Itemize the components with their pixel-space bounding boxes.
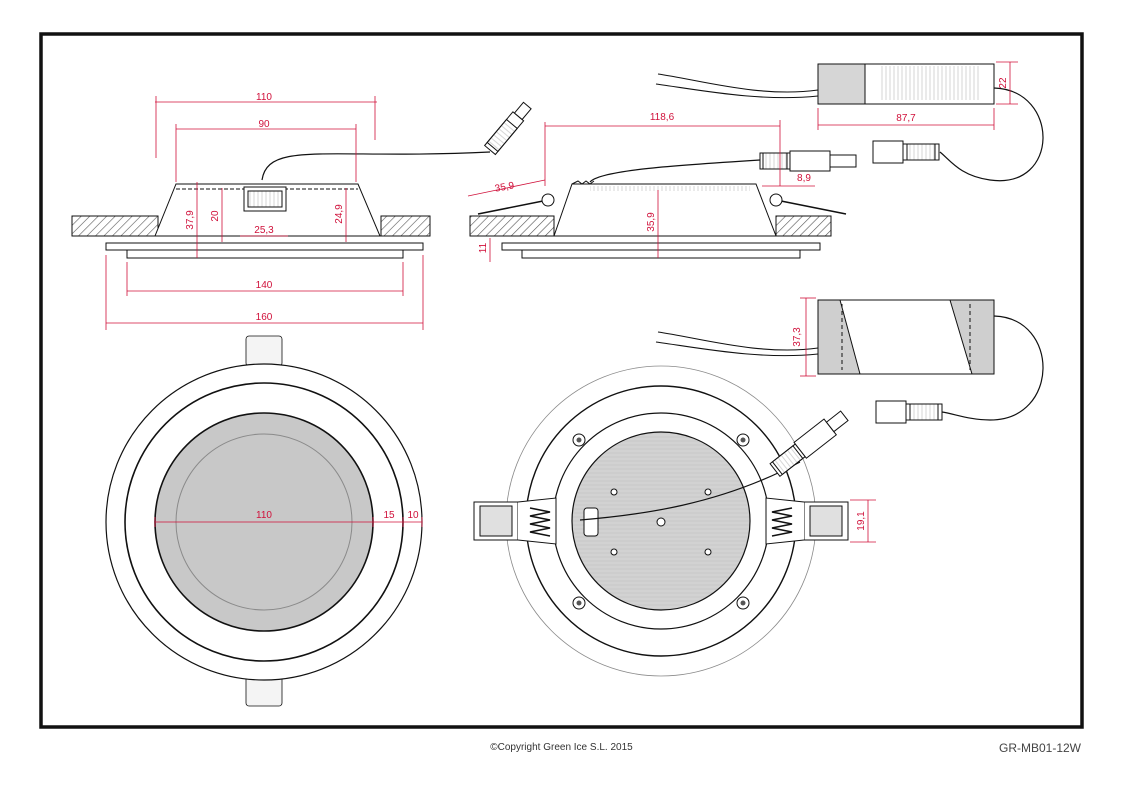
driver-output-cable: [939, 87, 1044, 182]
dim-37-3: 37,3: [792, 327, 803, 347]
dim-15: 15: [383, 510, 395, 521]
dim-110-top: 110: [256, 92, 272, 103]
dim-19-1: 19,1: [856, 511, 867, 531]
driver-input-wires-2: [655, 331, 819, 357]
driver-output-cable-2: [941, 315, 1044, 421]
plug-connector-2: [759, 150, 857, 172]
dim-118-6: 118,6: [650, 112, 675, 123]
dim-24-9: 24,9: [334, 204, 345, 224]
side-view-clips: [469, 150, 857, 259]
dim-90: 90: [258, 119, 270, 130]
driver-bottom: [655, 299, 1044, 424]
sheet-border: [39, 32, 1084, 729]
socket-connector: [872, 140, 940, 164]
housing-profile: [553, 183, 777, 237]
top-clip-tab: [245, 335, 283, 367]
side-view-dims: [105, 96, 424, 330]
dim-11: 11: [478, 242, 489, 253]
front-view-dims: [154, 517, 423, 527]
driver-bottom-dims: [800, 297, 816, 377]
socket-connector-2: [875, 400, 943, 424]
dim-22: 22: [998, 77, 1009, 89]
rear-view: [473, 365, 849, 677]
rear-view-dims: [850, 499, 876, 543]
side-view-clips-dims: [467, 120, 815, 262]
cable-clamp: [583, 507, 599, 537]
lens: [126, 249, 404, 259]
spring-clip-right: [775, 199, 847, 215]
plug-connector: [483, 101, 532, 156]
ceiling-left-2: [469, 215, 555, 237]
model-number: GR-MB01-12W: [998, 741, 1081, 755]
spring-clip-left-rear: [473, 497, 557, 545]
spring-clip-left: [477, 199, 549, 215]
dim-87-7: 87,7: [896, 113, 916, 124]
rear-plug: [769, 410, 849, 478]
ceiling-left: [71, 215, 159, 237]
cable-2: [589, 159, 761, 183]
ceiling-right: [380, 215, 431, 237]
front-view: [105, 335, 423, 707]
dim-37-9: 37,9: [185, 210, 196, 230]
driver-input-wires: [655, 73, 819, 99]
spring-clip-right-rear: [765, 497, 849, 545]
side-view: [71, 101, 532, 259]
rear-cable: [579, 461, 801, 521]
copyright-notice: ©Copyright Green Ice S.L. 2015: [490, 742, 633, 753]
dim-35-9-depth: 35,9: [646, 212, 657, 232]
dim-20: 20: [210, 210, 221, 222]
cable: [261, 151, 491, 181]
dim-140: 140: [256, 280, 273, 291]
driver-top: [655, 63, 1044, 182]
dim-10: 10: [407, 510, 419, 521]
dim-110-front: 110: [256, 510, 272, 521]
bezel-2: [501, 242, 821, 251]
dim-8-9: 8,9: [797, 173, 811, 184]
dim-35-9-clip: 35,9: [494, 180, 516, 194]
dim-160: 160: [256, 312, 273, 323]
ceiling-right-2: [775, 215, 832, 237]
bezel: [105, 242, 424, 251]
lens-2: [521, 249, 801, 259]
driver-top-dims: [817, 61, 1018, 130]
dim-25-3: 25,3: [254, 225, 274, 236]
